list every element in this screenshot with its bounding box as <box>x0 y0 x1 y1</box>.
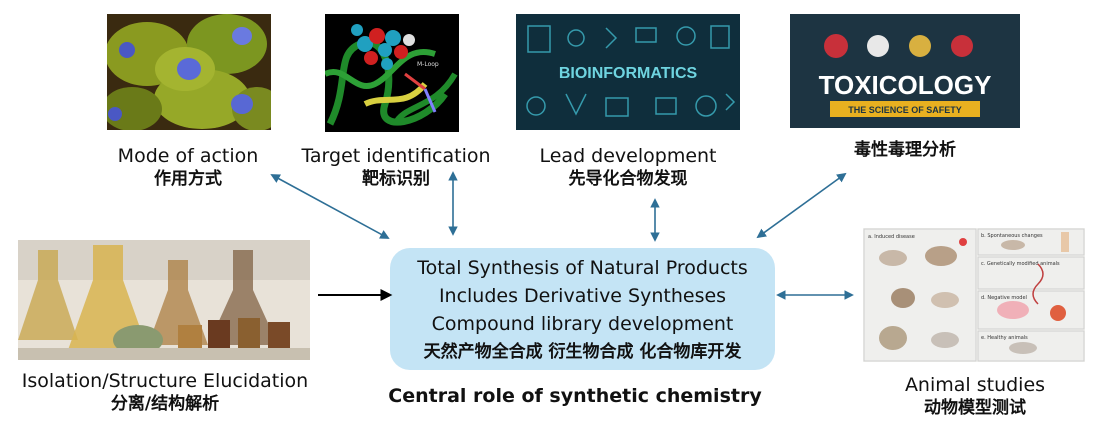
animal-studies-label: Animal studies 动物模型测试 <box>870 374 1080 419</box>
center-line-3: Compound library development <box>431 313 734 335</box>
arrow-toxicology <box>756 172 847 239</box>
mode-of-action-en: Mode of action <box>117 145 259 167</box>
isolation-image <box>18 240 310 360</box>
animal-studies-en: Animal studies <box>904 374 1046 396</box>
target-identification-image: M-Loop <box>325 14 459 132</box>
lead-development-image: BIOINFORMATICS <box>516 14 740 130</box>
center-line-1: Total Synthesis of Natural Products <box>417 257 748 279</box>
animal-panel-a: a. Induced disease <box>868 234 915 240</box>
isolation-zh: 分离/结构解析 <box>110 393 220 414</box>
target-identification-en: Target identification <box>301 145 491 167</box>
arrow-mode-of-action <box>270 174 390 239</box>
toxicology-zh: 毒性毒理分析 <box>854 140 956 160</box>
animal-panel-b: b. Spontaneous changes <box>981 233 1043 239</box>
lead-development-label: Lead development 先导化合物发现 <box>516 145 740 190</box>
toxicology-title: TOXICOLOGY <box>819 70 992 100</box>
isolation-en: Isolation/Structure Elucidation <box>21 370 309 392</box>
bioinformatics-banner-text: BIOINFORMATICS <box>559 65 698 82</box>
toxicology-label: 毒性毒理分析 <box>790 140 1020 161</box>
animal-studies-image: a. Induced disease b. Spontaneous change… <box>863 228 1085 362</box>
animal-panel-d: d. Negative model <box>981 295 1027 301</box>
lead-development-en: Lead development <box>539 145 717 167</box>
lead-development-zh: 先导化合物发现 <box>568 168 688 189</box>
isolation-label: Isolation/Structure Elucidation 分离/结构解析 <box>0 370 330 415</box>
mode-of-action-zh: 作用方式 <box>154 168 222 189</box>
center-line-2: Includes Derivative Syntheses <box>438 285 727 307</box>
mode-of-action-label: Mode of action 作用方式 <box>88 145 288 190</box>
mode-of-action-image <box>107 14 271 130</box>
toxicology-image: TOXICOLOGY THE SCIENCE OF SAFETY <box>790 14 1020 128</box>
central-box: Total Synthesis of Natural Products Incl… <box>390 248 775 370</box>
center-line-zh: 天然产物全合成 衍生物合成 化合物库开发 <box>423 342 742 362</box>
target-structure-label: M-Loop <box>417 61 439 68</box>
toxicology-subtitle: THE SCIENCE OF SAFETY <box>848 105 962 115</box>
central-caption: Central role of synthetic chemistry <box>388 385 762 407</box>
animal-panel-e: e. Healthy animals <box>981 335 1028 341</box>
animal-studies-zh: 动物模型测试 <box>924 397 1026 418</box>
animal-panel-c: c. Genetically modified animals <box>981 261 1060 267</box>
